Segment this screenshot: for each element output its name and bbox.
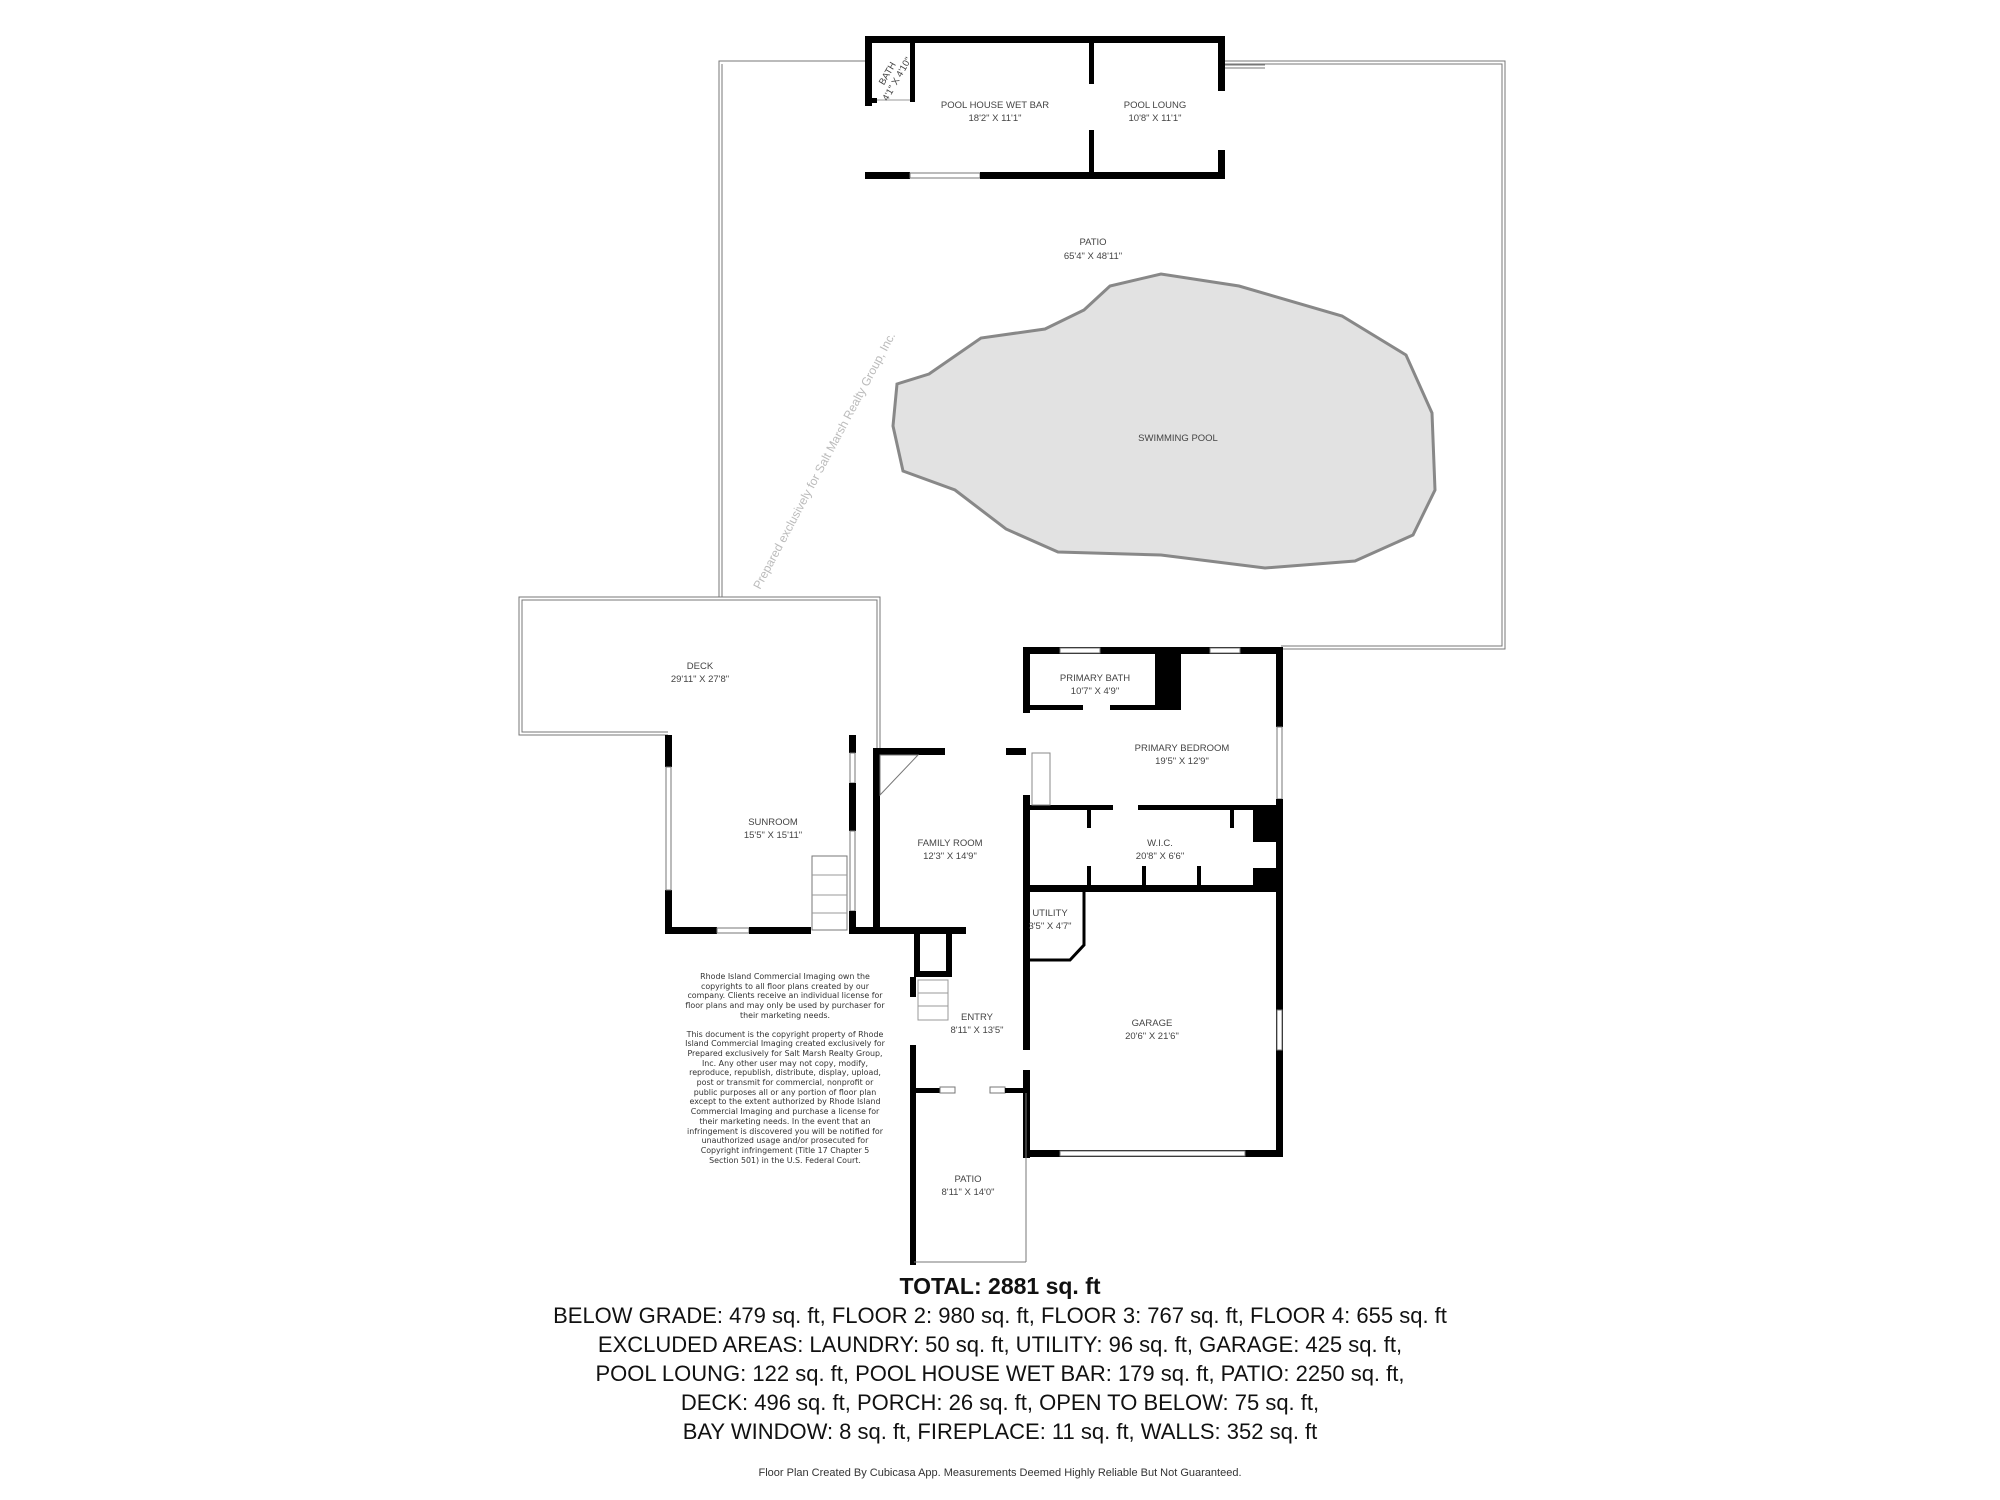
room-dims-pool-house-wet-bar: 18'2" X 11'1": [969, 113, 1022, 124]
room-name-family-room: FAMILY ROOM: [917, 838, 982, 849]
room-name-patio-small: PATIO: [954, 1174, 981, 1185]
area-summary: TOTAL: 2881 sq. ft BELOW GRADE: 479 sq. …: [0, 1272, 2000, 1446]
sunroom-walls: [665, 735, 856, 934]
deck-outline: [518, 596, 881, 748]
room-dims-entry: 8'11" X 13'5": [951, 1025, 1004, 1036]
room-dims-patio-small: 8'11" X 14'0": [942, 1187, 995, 1198]
summary-line: DECK: 496 sq. ft, PORCH: 26 sq. ft, OPEN…: [680, 1390, 1320, 1415]
summary-line: BAY WINDOW: 8 sq. ft, FIREPLACE: 11 sq. …: [682, 1419, 1318, 1444]
copyright-notice: Rhode Island Commercial Imaging own the …: [685, 972, 885, 1174]
room-name-garage: GARAGE: [1132, 1018, 1173, 1029]
summary-line: POOL LOUNG: 122 sq. ft, POOL HOUSE WET B…: [595, 1361, 1405, 1386]
swimming-pool-shape: [891, 272, 1437, 570]
pool-house: [865, 36, 1265, 179]
room-dims-deck: 29'11" X 27'8": [671, 674, 729, 685]
room-dims-wic: 20'8" X 6'6": [1136, 851, 1184, 862]
room-name-patio: PATIO: [1079, 237, 1106, 248]
room-name-sunroom: SUNROOM: [748, 817, 798, 828]
room-name-bath: BATH4'1" X 4'10": [871, 50, 914, 103]
room-dims-pool-loung: 10'8" X 11'1": [1129, 113, 1182, 124]
room-name-swimming-pool: SWIMMING POOL: [1138, 433, 1218, 444]
patio-outline: [718, 60, 1506, 650]
room-name-pool-loung: POOL LOUNG: [1124, 100, 1186, 111]
room-dims-family-room: 12'3" X 14'9": [923, 851, 977, 862]
room-name-primary-bedroom: PRIMARY BEDROOM: [1135, 743, 1230, 754]
copyright-paragraph-1: Rhode Island Commercial Imaging own the …: [685, 972, 885, 1020]
family-room-walls: [856, 748, 1026, 977]
room-name-entry: ENTRY: [961, 1012, 994, 1023]
room-name-pool-house-wet-bar: POOL HOUSE WET BAR: [941, 100, 1049, 111]
room-name-primary-bath: PRIMARY BATH: [1060, 673, 1130, 684]
summary-line: BELOW GRADE: 479 sq. ft, FLOOR 2: 980 sq…: [553, 1303, 1447, 1328]
room-name-utility: UTILITY: [1032, 908, 1068, 919]
garage-entry-walls: [910, 890, 1283, 1265]
room-dims-primary-bedroom: 19'5" X 12'9": [1155, 756, 1209, 767]
primary-suite-walls: [1023, 647, 1283, 1155]
footer-disclaimer: Floor Plan Created By Cubicasa App. Meas…: [758, 1467, 1242, 1479]
room-dims-primary-bath: 10'7" X 4'9": [1071, 686, 1119, 697]
room-name-wic: W.I.C.: [1147, 838, 1173, 849]
room-name-deck: DECK: [687, 661, 714, 672]
room-labels: BATH4'1" X 4'10" POOL HOUSE WET BAR 18'2…: [671, 50, 1230, 1198]
summary-line: EXCLUDED AREAS: LAUNDRY: 50 sq. ft, UTIL…: [597, 1332, 1403, 1357]
watermark-text: Prepared exclusively for Salt Marsh Real…: [750, 330, 898, 592]
room-dims-utility: 3'5" X 4'7": [1028, 921, 1071, 932]
room-dims-garage: 20'6" X 21'6": [1125, 1031, 1179, 1042]
copyright-paragraph-2: This document is the copyright property …: [685, 1029, 885, 1165]
total-area: TOTAL: 2881 sq. ft: [899, 1273, 1101, 1299]
room-dims-sunroom: 15'5" X 15'11": [744, 830, 802, 841]
room-dims-patio: 65'4" X 48'11": [1064, 251, 1122, 262]
